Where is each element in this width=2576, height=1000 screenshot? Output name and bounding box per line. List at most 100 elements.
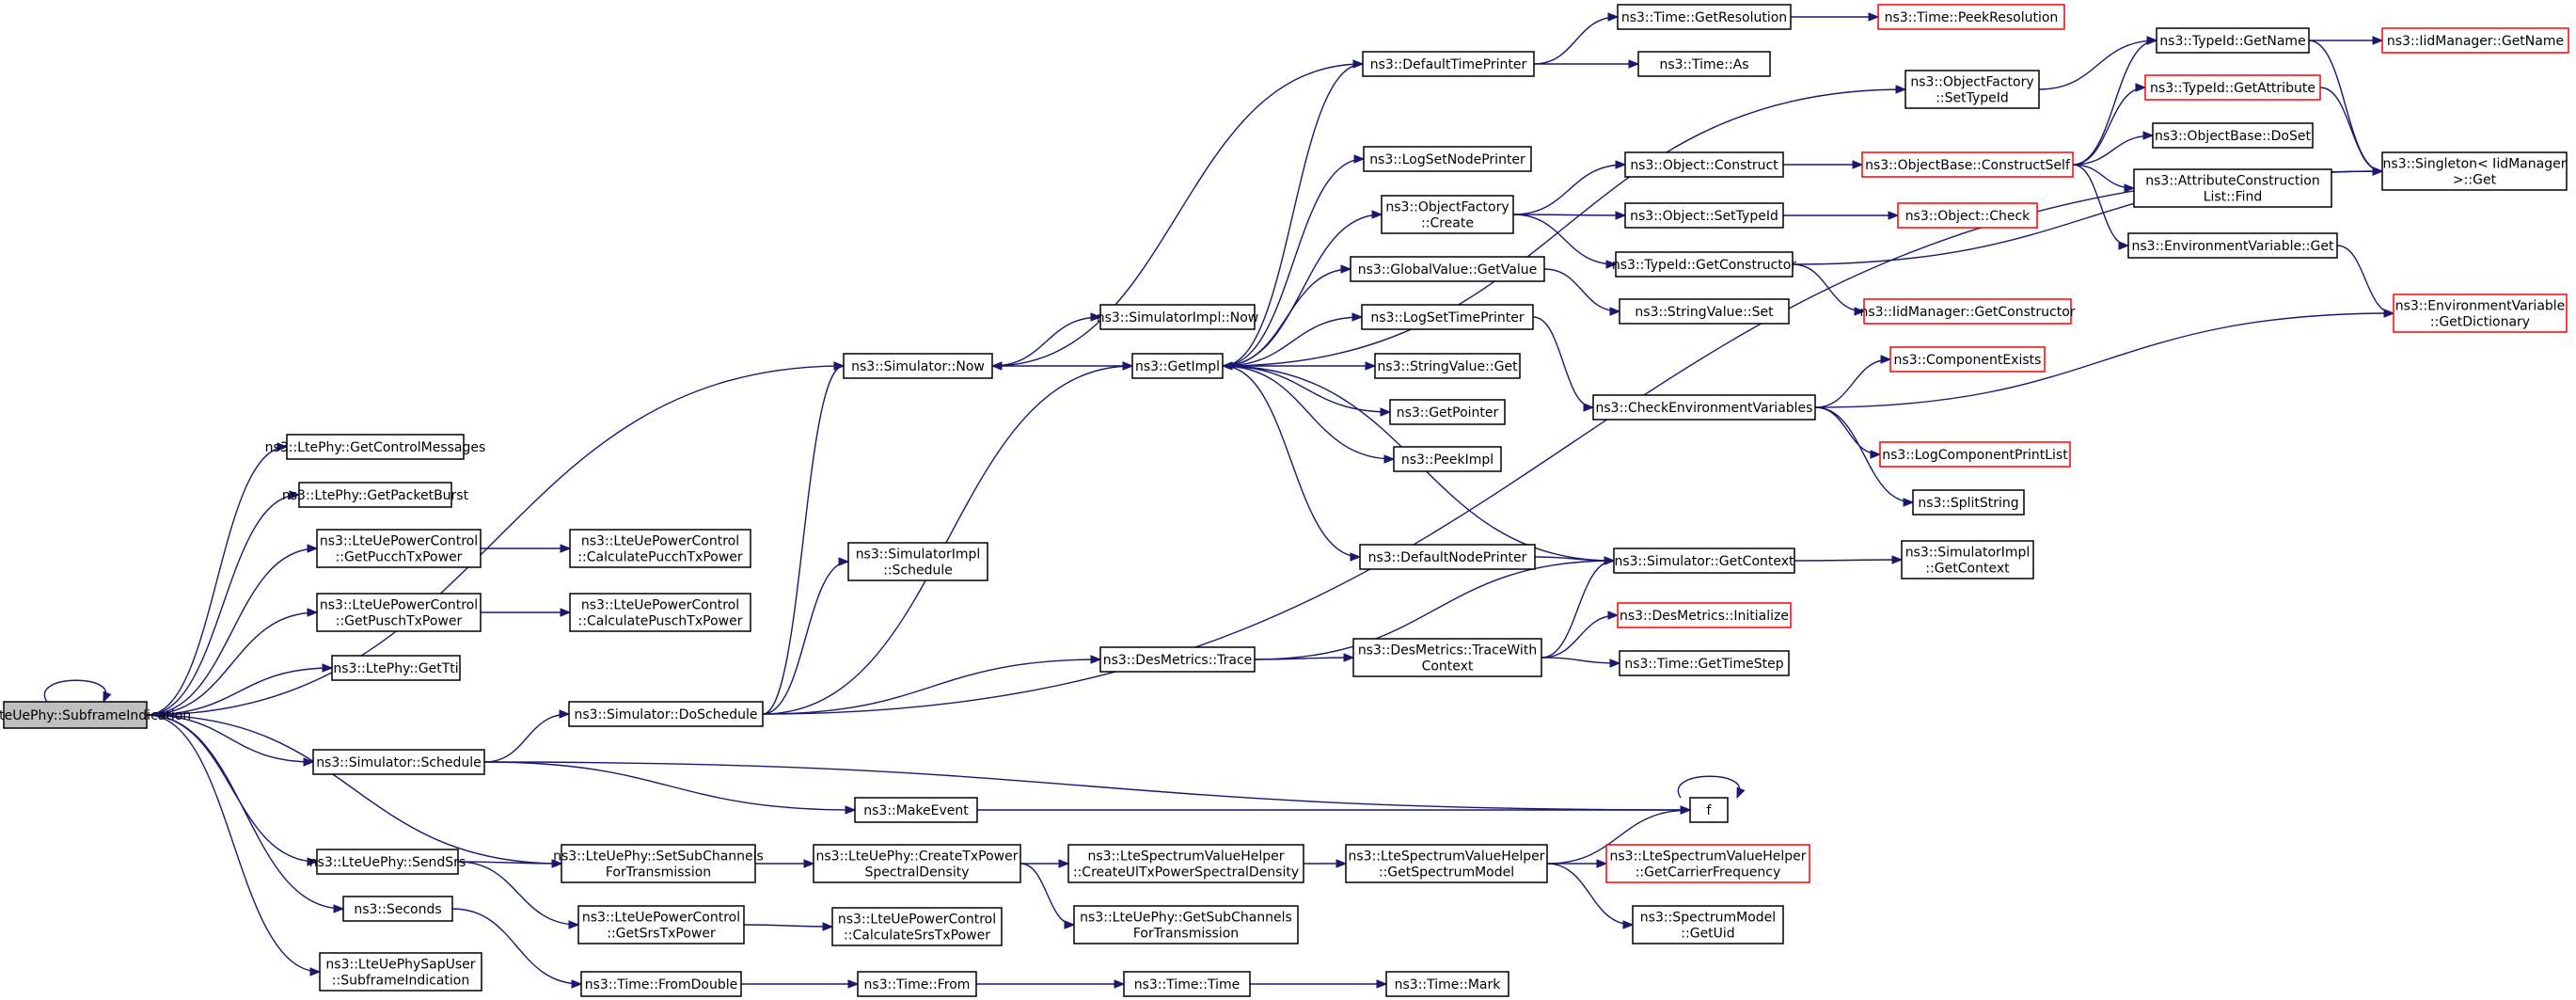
node-sap-user[interactable]: ns3::LteUePhySapUser::SubframeIndication (319, 952, 482, 992)
node-label: ns3::TypeId::GetAttribute (2150, 81, 2315, 96)
node-impl-now[interactable]: ns3::SimulatorImpl::Now (1097, 304, 1259, 330)
node-get-pusch[interactable]: ns3::LteUePowerControl::GetPuschTxPower (316, 593, 482, 632)
node-f[interactable]: f (1689, 797, 1729, 823)
node-check-env[interactable]: ns3::CheckEnvironmentVariables (1592, 394, 1816, 421)
node-do-schedule[interactable]: ns3::Simulator::DoSchedule (568, 701, 764, 727)
node-sim-now[interactable]: ns3::Simulator::Now (843, 353, 993, 379)
node-iid-get-ctor[interactable]: ns3::IidManager::GetConstructor (1859, 298, 2076, 325)
node-time-as[interactable]: ns3::Time::As (1637, 51, 1771, 77)
edge-get-pucch-to-calc-pucch (481, 544, 572, 553)
node-create-ul[interactable]: ns3::LteSpectrumValueHelper::CreateUlTxP… (1067, 844, 1304, 883)
node-get-resolution[interactable]: ns3::Time::GetResolution (1617, 4, 1792, 30)
node-label: ns3::Object::SetTypeId (1630, 209, 1778, 224)
node-time-from[interactable]: ns3::Time::From (857, 971, 977, 997)
arrow-head (845, 805, 857, 815)
arrow-head (571, 979, 583, 989)
arrow-head (1607, 12, 1620, 22)
node-env-get-dict[interactable]: ns3::EnvironmentVariable::GetDictionary (2393, 294, 2568, 333)
node-comp-exists[interactable]: ns3::ComponentExists (1889, 346, 2046, 373)
node-create-tx[interactable]: ns3::LteUePhy::CreateTxPowerSpectralDens… (813, 844, 1021, 883)
node-type-id-get-attr[interactable]: ns3::TypeId::GetAttribute (2144, 74, 2321, 101)
node-label: ns3::LteSpectrumValueHelper (1610, 849, 1807, 865)
edge-line (146, 714, 321, 973)
node-peek-impl[interactable]: ns3::PeekImpl (1393, 446, 1502, 472)
node-box (2393, 294, 2568, 333)
node-get-sub-ch[interactable]: ns3::LteUePhy::GetSubChannelsForTransmis… (1073, 905, 1299, 944)
node-calc-srs[interactable]: ns3::LteUePowerControl::CalculateSrsTxPo… (831, 907, 1003, 946)
node-seconds[interactable]: ns3::Seconds (342, 896, 453, 922)
node-root[interactable]: ns3::LteUePhy::SubframeIndication (0, 701, 191, 729)
node-des-trace[interactable]: ns3::DesMetrics::Trace (1099, 646, 1256, 673)
node-time-mark[interactable]: ns3::Time::Mark (1385, 971, 1509, 997)
edge-get-srs-to-calc-srs (743, 922, 834, 931)
node-label: ns3::DesMetrics::Initialize (1620, 609, 1789, 624)
node-from-double[interactable]: ns3::Time::FromDouble (580, 971, 742, 997)
node-get-carrier[interactable]: ns3::LteSpectrumValueHelper::GetCarrierF… (1605, 844, 1810, 883)
node-obj-base-do-set[interactable]: ns3::ObjectBase::DoSet (2152, 122, 2314, 149)
node-box (316, 593, 482, 632)
node-label: ns3::Singleton< IidManager (2383, 157, 2567, 172)
node-label: ::GetCarrierFrequency (1636, 865, 1781, 881)
node-label: ::GetPuschTxPower (336, 614, 463, 629)
node-calc-pusch[interactable]: ns3::LteUePowerControl::CalculatePuschTx… (569, 593, 751, 632)
edge-root-to-get-ctrl (146, 442, 289, 716)
node-box (342, 896, 453, 922)
node-get-pucch[interactable]: ns3::LteUePowerControl::GetPucchTxPower (316, 529, 482, 568)
node-label: ns3::AttributeConstruction (2145, 174, 2319, 189)
node-obj-fact-set-type-id[interactable]: ns3::ObjectFactory::SetTypeId (1904, 70, 2040, 109)
node-construct-self[interactable]: ns3::ObjectBase::ConstructSelf (1861, 151, 2074, 178)
node-obj-set-type-id[interactable]: ns3::Object::SetTypeId (1624, 202, 1784, 229)
node-get-pointer[interactable]: ns3::GetPointer (1389, 399, 1506, 425)
node-sim-schedule[interactable]: ns3::Simulator::Schedule (312, 749, 485, 775)
node-get-srs[interactable]: ns3::LteUePowerControl::GetSrsTxPower (577, 905, 745, 944)
node-des-init[interactable]: ns3::DesMetrics::Initialize (1617, 602, 1792, 628)
edge-line (146, 714, 344, 910)
node-peek-res[interactable]: ns3::Time::PeekResolution (1877, 4, 2065, 30)
node-str-val-set[interactable]: ns3::StringValue::Set (1619, 298, 1790, 325)
node-obj-construct[interactable]: ns3::Object::Construct (1624, 151, 1784, 178)
node-calc-pucch[interactable]: ns3::LteUePowerControl::CalculatePucchTx… (569, 529, 751, 568)
node-spec-model-uid[interactable]: ns3::SpectrumModel::GetUid (1632, 905, 1784, 944)
node-get-impl[interactable]: ns3::GetImpl (1131, 353, 1224, 379)
node-env-get[interactable]: ns3::EnvironmentVariable::Get (2127, 232, 2338, 259)
node-log-set-time[interactable]: ns3::LogSetTimePrinter (1361, 304, 1534, 330)
call-edges (43, 12, 2395, 989)
node-obj-check[interactable]: ns3::Object::Check (1897, 202, 2038, 229)
arrow-head (1376, 979, 1388, 989)
node-box (1615, 251, 1794, 278)
node-def-time-printer[interactable]: ns3::DefaultTimePrinter (1362, 51, 1535, 77)
node-get-tti[interactable]: ns3::LtePhy::GetTti (331, 655, 461, 681)
node-gv-get-value[interactable]: ns3::GlobalValue::GetValue (1350, 256, 1545, 282)
node-log-set-node[interactable]: ns3::LogSetNodePrinter (1363, 146, 1532, 172)
node-make-event[interactable]: ns3::MakeEvent (854, 797, 978, 823)
edge-line (2072, 87, 2146, 166)
node-impl-schedule[interactable]: ns3::SimulatorImpl::Schedule (847, 542, 988, 581)
node-impl-get-context[interactable]: ns3::SimulatorImpl::GetContext (1901, 540, 2034, 579)
node-send-srs[interactable]: ns3::LteUePhy::SendSrs (309, 849, 466, 875)
edge-line (451, 908, 582, 985)
edge-type-id-get-name-to-iid-get-name (2309, 36, 2384, 45)
node-box (568, 701, 764, 727)
node-label: ns3::Time::Mark (1395, 977, 1502, 992)
node-log-comp-print[interactable]: ns3::LogComponentPrintList (1879, 441, 2071, 468)
node-split-string[interactable]: ns3::SplitString (1912, 489, 2025, 516)
node-get-time-step[interactable]: ns3::Time::GetTimeStep (1619, 650, 1790, 676)
node-sim-get-context[interactable]: ns3::Simulator::GetContext (1613, 548, 1795, 574)
edge-line (1222, 268, 1351, 367)
node-obj-fact-create[interactable]: ns3::ObjectFactory::Create (1381, 195, 1514, 234)
node-def-node-printer[interactable]: ns3::DefaultNodePrinter (1359, 544, 1536, 570)
node-time-time[interactable]: ns3::Time::Time (1123, 971, 1251, 997)
node-get-ctrl[interactable]: ns3::LtePhy::GetControlMessages (265, 434, 486, 460)
edge-line (146, 667, 333, 716)
node-set-sub[interactable]: ns3::LteUePhy::SetSubChannelsForTransmis… (553, 844, 764, 883)
node-box (1352, 638, 1542, 677)
node-type-id-get-name[interactable]: ns3::TypeId::GetName (2156, 27, 2310, 54)
node-iid-get-name[interactable]: ns3::IidManager::GetName (2381, 27, 2569, 54)
node-str-val-get[interactable]: ns3::StringValue::Get (1374, 353, 1521, 379)
node-type-id-get-ctor[interactable]: ns3::TypeId::GetConstructor (1612, 251, 1796, 278)
node-singleton-get[interactable]: ns3::Singleton< IidManager >::Get (2381, 151, 2568, 191)
node-get-pkt[interactable]: ns3::LtePhy::GetPacketBurst (282, 482, 469, 508)
node-get-spec-model[interactable]: ns3::LteSpectrumValueHelper::GetSpectrum… (1345, 844, 1548, 883)
